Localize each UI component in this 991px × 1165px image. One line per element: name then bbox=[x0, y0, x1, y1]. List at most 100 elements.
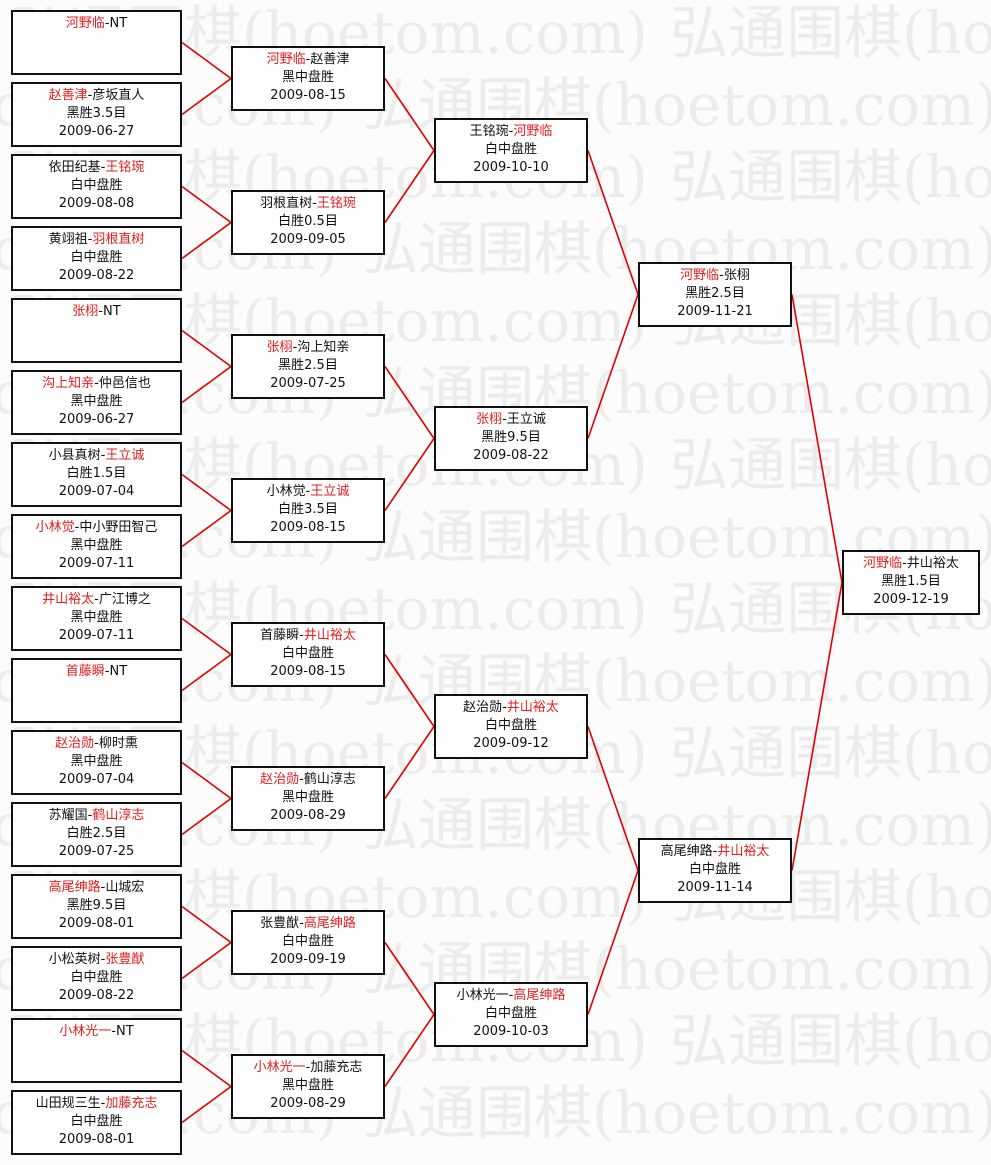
separator: - bbox=[94, 592, 99, 607]
match-players: 河野临-张栩 bbox=[640, 267, 790, 285]
player-name: 彦坂直人 bbox=[92, 88, 145, 103]
match-players: 山田规三生-加藤充志 bbox=[13, 1095, 180, 1113]
player-name: 山城宏 bbox=[105, 880, 145, 895]
player-name: 小林光一 bbox=[456, 988, 509, 1003]
match-result bbox=[13, 321, 180, 339]
player-name: 井山裕太 bbox=[906, 556, 959, 571]
winner-name: 河野临 bbox=[65, 16, 105, 31]
match-players: 张豊猷-高尾绅路 bbox=[233, 915, 383, 933]
match-date: 2009-08-15 bbox=[270, 664, 346, 679]
match-date: 2009-08-01 bbox=[58, 1132, 135, 1147]
player-name: 小县真树 bbox=[48, 448, 101, 463]
match-box: 张栩-NT bbox=[11, 298, 182, 363]
separator: - bbox=[719, 268, 724, 283]
winner-name: 张栩 bbox=[72, 304, 99, 319]
match-result: 白胜1.5目 bbox=[66, 466, 127, 481]
player-name: 王铭琬 bbox=[469, 124, 509, 139]
match-date: 2009-08-15 bbox=[270, 88, 346, 103]
winner-name: 赵善津 bbox=[48, 88, 88, 103]
match-date: 2009-11-21 bbox=[677, 304, 753, 319]
match-result: 白中盘胜 bbox=[70, 250, 123, 265]
match-players: 张栩-沟上知亲 bbox=[233, 339, 383, 357]
player-name: NT bbox=[116, 1024, 134, 1039]
connector-line bbox=[587, 726, 639, 871]
match-result: 黑中盘胜 bbox=[70, 610, 123, 625]
connector-line bbox=[384, 654, 435, 727]
winner-name: 高尾绅路 bbox=[48, 880, 101, 895]
match-result: 白中盘胜 bbox=[281, 646, 334, 661]
player-name: NT bbox=[103, 304, 121, 319]
player-name: 张豊猷 bbox=[260, 916, 300, 931]
winner-name: 井山裕太 bbox=[42, 592, 95, 607]
separator: - bbox=[104, 16, 110, 31]
player-name: 柳时熏 bbox=[98, 736, 138, 751]
connector-line bbox=[384, 942, 435, 1015]
player-name: 山田规三生 bbox=[35, 1096, 101, 1111]
match-players: 黄翊祖-羽根直树 bbox=[13, 231, 180, 249]
separator: - bbox=[98, 304, 104, 319]
match-date bbox=[13, 339, 180, 357]
connector-line bbox=[181, 761, 232, 800]
match-players: 赵治勋-鹤山淳志 bbox=[233, 771, 383, 789]
separator: - bbox=[74, 520, 80, 535]
player-name: 赵治勋 bbox=[463, 700, 503, 715]
separator: - bbox=[87, 88, 93, 103]
match-result: 白中盘胜 bbox=[688, 862, 741, 877]
connector-line bbox=[181, 617, 232, 656]
match-box: 小林光一-加藤充志黑中盘胜 2009-08-29 bbox=[231, 1054, 385, 1119]
match-date: 2009-09-12 bbox=[473, 736, 549, 751]
separator: - bbox=[104, 664, 110, 679]
separator: - bbox=[502, 700, 507, 715]
winner-name: 王立诚 bbox=[310, 484, 350, 499]
match-players: 小林光一-高尾绅路 bbox=[436, 987, 586, 1005]
match-result: 黑中盘胜 bbox=[281, 790, 334, 805]
match-date: 2009-07-11 bbox=[58, 556, 135, 571]
match-date bbox=[13, 699, 180, 717]
match-players: 河野临-NT bbox=[13, 15, 180, 33]
match-players: 小林光一-NT bbox=[13, 1023, 180, 1041]
match-date: 2009-08-29 bbox=[270, 1096, 346, 1111]
match-result: 黑中盘胜 bbox=[281, 1078, 334, 1093]
winner-name: 王铭琬 bbox=[105, 160, 145, 175]
match-players: 依田纪基-王铭琬 bbox=[13, 159, 180, 177]
player-name: 小林觉 bbox=[266, 484, 306, 499]
connector-line bbox=[181, 1049, 232, 1088]
match-players: 河野临-井山裕太 bbox=[844, 555, 978, 573]
match-date: 2009-06-27 bbox=[58, 412, 135, 427]
connector-line bbox=[384, 150, 435, 223]
player-name: 加藤充志 bbox=[310, 1060, 363, 1075]
player-name: 首藤瞬 bbox=[260, 628, 300, 643]
winner-name: 河野临 bbox=[513, 124, 553, 139]
match-date: 2009-08-08 bbox=[58, 196, 135, 211]
connector-line bbox=[791, 582, 843, 871]
player-name: 王立诚 bbox=[506, 412, 546, 427]
connector-line bbox=[181, 365, 232, 404]
winner-name: 小林光一 bbox=[253, 1060, 306, 1075]
match-players: 首藤瞬-井山裕太 bbox=[233, 627, 383, 645]
separator: - bbox=[100, 880, 106, 895]
match-result: 黑中盘胜 bbox=[281, 70, 334, 85]
match-players: 赵善津-彦坂直人 bbox=[13, 87, 180, 105]
match-date: 2009-09-19 bbox=[270, 952, 346, 967]
match-players: 赵治勋-柳时熏 bbox=[13, 735, 180, 753]
match-players: 河野临-赵善津 bbox=[233, 51, 383, 69]
match-result bbox=[13, 681, 180, 699]
connector-line bbox=[181, 905, 232, 944]
separator: - bbox=[305, 1060, 311, 1075]
separator: - bbox=[305, 484, 311, 499]
separator: - bbox=[312, 196, 317, 211]
separator: - bbox=[87, 232, 93, 247]
match-players: 张栩-NT bbox=[13, 303, 180, 321]
match-date: 2009-10-03 bbox=[473, 1024, 549, 1039]
player-name: 高尾绅路 bbox=[660, 844, 713, 859]
connector-line bbox=[181, 77, 232, 116]
match-result: 黑胜1.5目 bbox=[881, 574, 941, 589]
